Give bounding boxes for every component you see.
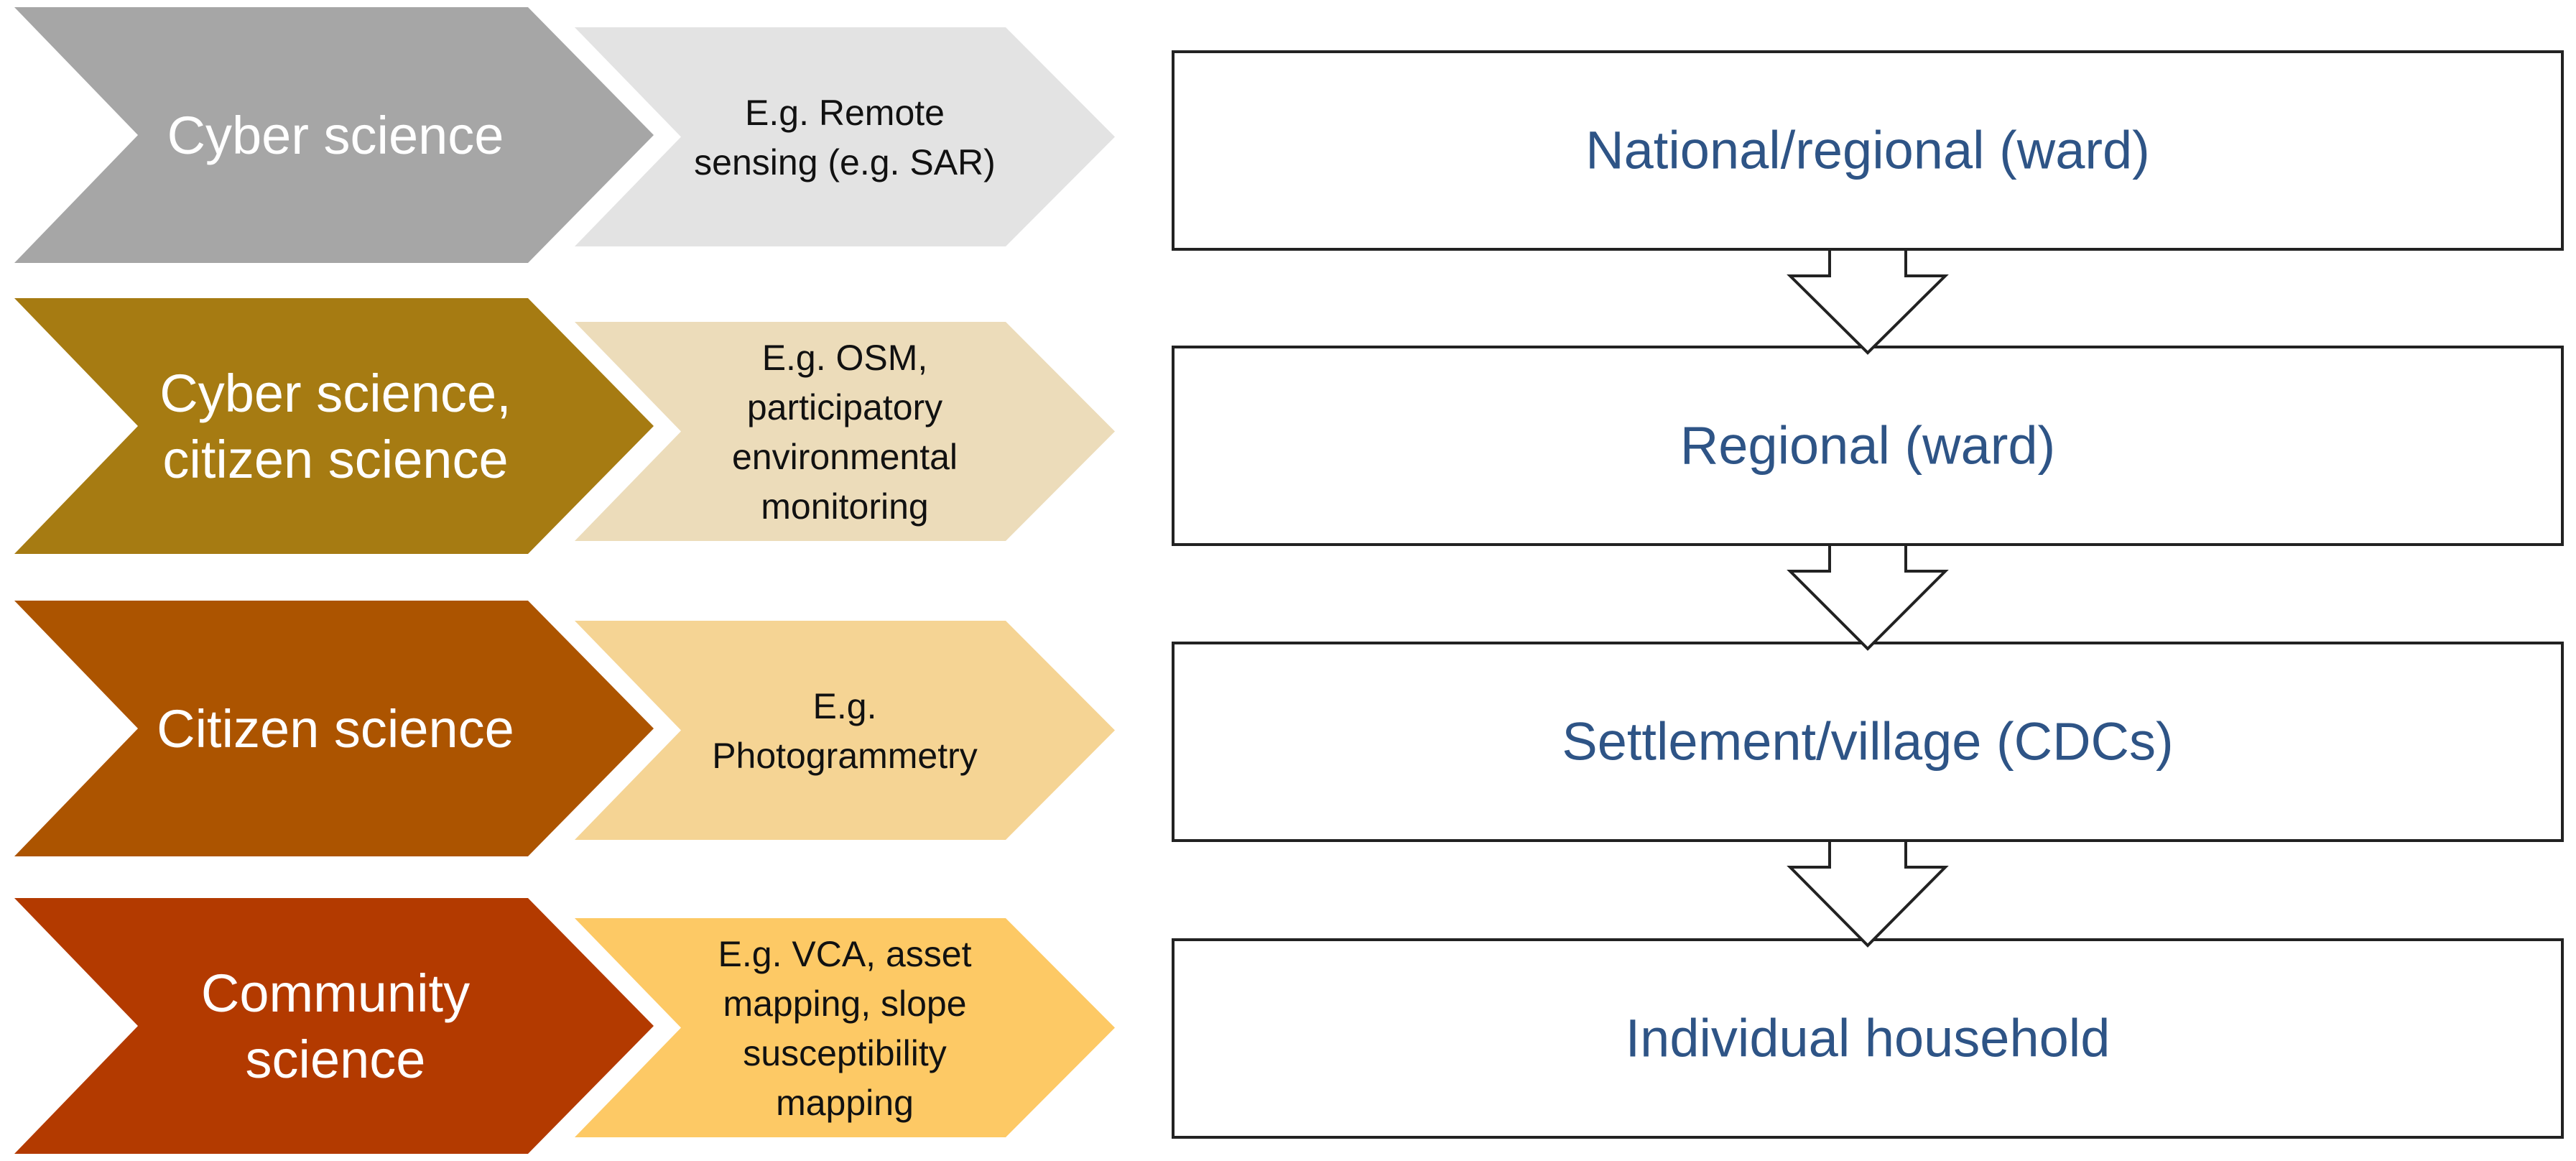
scale-level-label: Regional (ward) bbox=[1680, 416, 2055, 476]
main-chevron-label: Cyber science bbox=[167, 106, 504, 165]
detail-chevron-line: E.g. bbox=[813, 686, 877, 726]
down-arrow-icon bbox=[1787, 839, 1949, 948]
scale-level-box bbox=[1172, 346, 2564, 546]
main-chevron-label: Cyber science, citizen science bbox=[159, 364, 511, 489]
detail-chevron bbox=[575, 322, 1115, 541]
detail-chevron-line: environmental bbox=[732, 437, 958, 477]
down-arrows bbox=[1787, 248, 1949, 948]
scale-level-box bbox=[1172, 642, 2564, 842]
detail-chevron-line: susceptibility bbox=[743, 1033, 946, 1073]
scale-level-label: Individual household bbox=[1626, 1009, 2111, 1068]
detail-chevron-label: E.g. VCA, asset mapping, slope susceptibil… bbox=[718, 934, 972, 1123]
scale-level-label: Settlement/village (CDCs) bbox=[1562, 712, 2173, 772]
detail-chevron bbox=[575, 27, 1115, 246]
detail-chevron-label: E.g. Photogrammetry bbox=[712, 686, 978, 776]
detail-chevron bbox=[575, 621, 1115, 840]
main-chevron-line: science bbox=[246, 1030, 426, 1089]
detail-chevron bbox=[575, 918, 1115, 1137]
main-chevron bbox=[14, 898, 654, 1154]
down-arrow-icon bbox=[1787, 248, 1949, 355]
detail-chevron-line: E.g. OSM, bbox=[762, 338, 928, 378]
main-chevron-line: Cyber science bbox=[167, 106, 504, 165]
detail-chevron-line: sensing (e.g. SAR) bbox=[694, 142, 996, 182]
scale-level-box bbox=[1172, 50, 2564, 251]
main-chevron-line: citizen science bbox=[162, 430, 508, 489]
main-chevron bbox=[14, 7, 654, 263]
main-chevron-line: Citizen science bbox=[157, 699, 514, 759]
detail-chevron-line: E.g. VCA, asset bbox=[718, 934, 972, 974]
main-chevron-line: Community bbox=[201, 963, 470, 1023]
science-chevrons: Cyber science E.g. Remote sensing (e.g. SA… bbox=[14, 7, 1115, 1154]
main-chevron-label: Citizen science bbox=[157, 699, 514, 759]
detail-chevron-line: participatory bbox=[747, 387, 942, 427]
main-chevron-label: Community science bbox=[201, 963, 470, 1089]
detail-chevron-label: E.g. OSM, participatory environmental monit… bbox=[732, 338, 958, 527]
detail-chevron-line: Photogrammetry bbox=[712, 736, 978, 776]
scale-level-box bbox=[1172, 938, 2564, 1139]
detail-chevron-line: E.g. Remote bbox=[745, 93, 945, 133]
detail-chevron-label: E.g. Remote sensing (e.g. SAR) bbox=[694, 93, 996, 182]
main-chevron bbox=[14, 298, 654, 554]
scale-levels: National/regional (ward) Regional (ward) S… bbox=[1172, 50, 2564, 1139]
detail-chevron-line: mapping, slope bbox=[723, 984, 966, 1024]
scale-level-label: National/regional (ward) bbox=[1585, 121, 2150, 180]
down-arrow-icon bbox=[1787, 543, 1949, 651]
detail-chevron-line: monitoring bbox=[761, 486, 928, 527]
detail-chevron-line: mapping bbox=[776, 1083, 914, 1123]
main-chevron bbox=[14, 601, 654, 856]
main-chevron-line: Cyber science, bbox=[159, 364, 511, 423]
